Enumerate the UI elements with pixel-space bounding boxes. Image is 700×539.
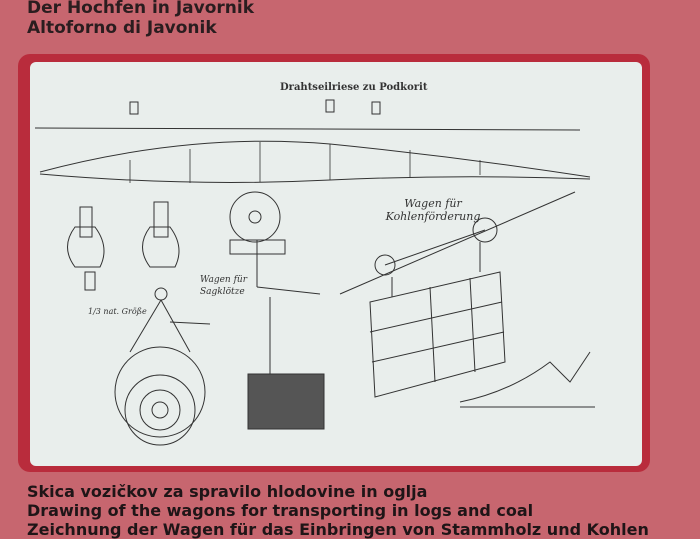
coal-wagon-drawing — [339, 191, 576, 398]
pulley-stand-drawing — [229, 191, 321, 382]
log-wagon-drawing — [114, 299, 211, 446]
scale-label: 1/3 nat. Größe — [88, 307, 147, 316]
drawing-title: Drahtseilriese zu Podkorit — [280, 82, 428, 93]
technical-drawing-panel: Drahtseilriese zu Podkorit Wagen für Koh… — [30, 62, 642, 466]
caption-line-slovenian: Skica vozičkov za spravilo hlodovine in … — [27, 482, 428, 501]
caption-line-english: Drawing of the wagons for transporting i… — [27, 501, 534, 520]
gradient-profile — [459, 351, 591, 403]
sign-header: Der Hochfen in Javornik Altoforno di Jav… — [27, 0, 254, 38]
header-line-german: Der Hochfen in Javornik — [27, 0, 255, 18]
ropeway-lower-cable — [39, 173, 591, 183]
header-line-italian: Altoforno di Javonik — [27, 18, 217, 38]
ropeway-upper-cable — [39, 140, 591, 178]
sign-caption: Skica vozičkov za spravilo hlodovine in … — [27, 482, 649, 539]
clamp-detail-2 — [142, 201, 180, 301]
technical-drawing — [34, 99, 595, 446]
caption-line-german: Zeichnung der Wagen für das Einbringen v… — [27, 520, 649, 539]
ropeway-pylons — [129, 99, 381, 115]
ropeway-plan-line — [34, 127, 581, 131]
log-section — [247, 373, 325, 430]
coal-wagon-label: Wagen für Kohlenförderung — [385, 197, 481, 223]
clamp-detail-1 — [67, 206, 105, 291]
log-wagon-label: Wagen für Sagklötze — [200, 275, 248, 297]
